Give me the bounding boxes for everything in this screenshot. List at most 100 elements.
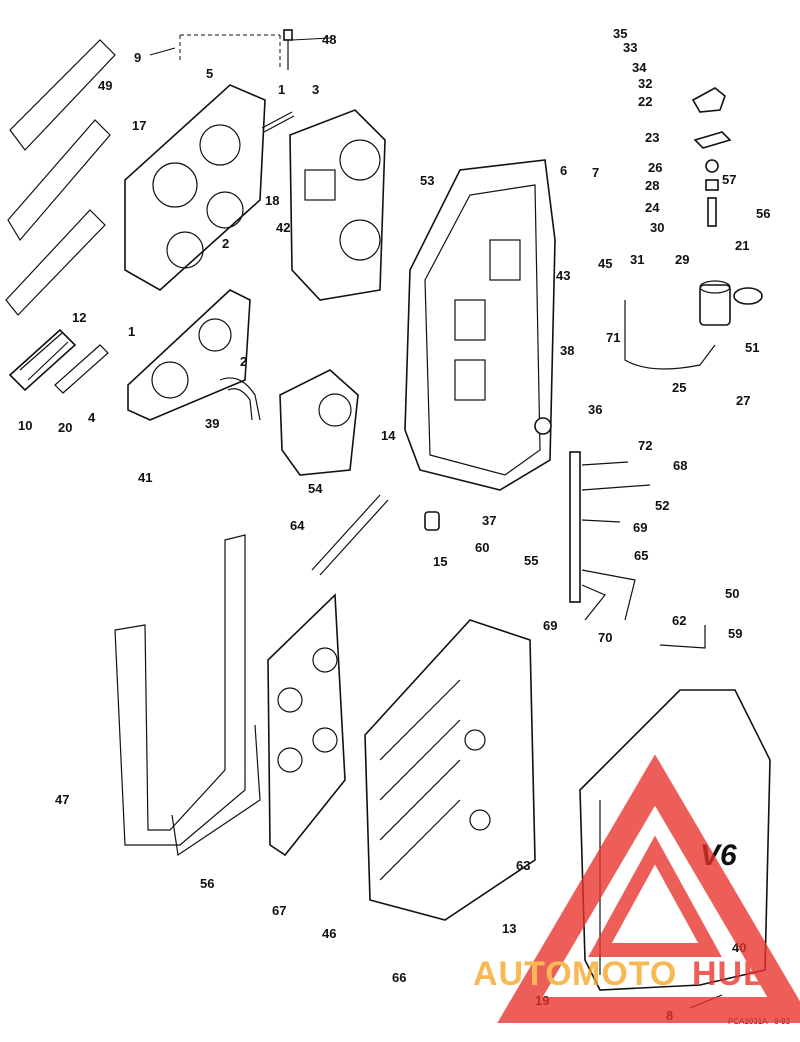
callout-56: 56 — [756, 206, 770, 221]
callouts: 48 9 49 5 1 3 17 18 42 2 12 1 2 4 39 10 … — [18, 26, 770, 1023]
gasket-67 — [267, 593, 346, 857]
callout-2a: 2 — [222, 236, 229, 251]
bracket-60 — [424, 511, 440, 531]
grommet-36 — [534, 417, 552, 435]
callout-34: 34 — [632, 60, 647, 75]
callout-10: 10 — [18, 418, 32, 433]
callout-71: 71 — [606, 330, 620, 345]
gasket-47 — [114, 534, 246, 846]
callout-5: 5 — [206, 66, 213, 81]
callout-7: 7 — [592, 165, 599, 180]
gasket-17 — [5, 39, 116, 316]
callout-3: 3 — [312, 82, 319, 97]
callout-42: 42 — [276, 220, 290, 235]
callout-58: 56 — [200, 876, 214, 891]
callout-4: 4 — [88, 410, 96, 425]
intake-manifold-lower — [127, 289, 251, 421]
bolt-3 — [261, 111, 295, 133]
callout-1a: 1 — [278, 82, 285, 97]
callout-32: 32 — [638, 76, 652, 91]
manifold-46 — [364, 619, 536, 921]
bracket-22 — [691, 87, 726, 113]
callout-38: 38 — [560, 343, 574, 358]
callout-2b: 2 — [240, 354, 247, 369]
callout-9: 9 — [134, 50, 141, 65]
callout-69b: 69 — [543, 618, 557, 633]
callout-48: 48 — [322, 32, 336, 47]
callout-63: 63 — [516, 858, 530, 873]
callout-36: 36 — [588, 402, 602, 417]
watermark-logo: AUTO MOTO HUB — [473, 754, 800, 1023]
callout-18: 18 — [265, 193, 279, 208]
plate-23 — [693, 131, 732, 149]
callout-57: 57 — [722, 172, 736, 187]
callout-50: 50 — [725, 586, 739, 601]
callout-28: 28 — [645, 178, 659, 193]
bolt-48 — [283, 29, 293, 70]
callout-17: 17 — [132, 118, 146, 133]
callout-26: 26 — [648, 160, 662, 175]
pin-24 — [707, 197, 717, 227]
callout-66: 66 — [392, 970, 406, 985]
carburetor-lower — [279, 369, 359, 476]
wire-31 — [624, 300, 716, 370]
callout-35: 35 — [613, 26, 627, 41]
callout-72: 72 — [638, 438, 652, 453]
intake-manifold-upper — [124, 84, 266, 291]
callout-31: 31 — [630, 252, 644, 267]
assembly-dashline — [179, 34, 281, 70]
callout-25: 25 — [672, 380, 686, 395]
callout-13: 13 — [502, 921, 516, 936]
callout-6: 6 — [560, 163, 567, 178]
callout-47: 47 — [55, 792, 69, 807]
carburetor-upper — [289, 109, 386, 301]
gasket-58 — [171, 724, 261, 857]
callout-65: 65 — [634, 548, 648, 563]
callout-21: 21 — [735, 238, 749, 253]
hose-39 — [219, 377, 261, 421]
cover-plate-53 — [404, 159, 556, 491]
ring-51 — [733, 287, 763, 305]
hose-64 — [311, 494, 389, 576]
callout-52: 52 — [655, 498, 669, 513]
callout-51: 51 — [745, 340, 759, 355]
callout-30: 30 — [650, 220, 664, 235]
callout-24: 24 — [645, 200, 660, 215]
callout-1b: 1 — [128, 324, 135, 339]
callout-43: 43 — [556, 268, 570, 283]
hose-59 — [659, 625, 706, 649]
callout-60: 60 — [475, 540, 489, 555]
callout-37: 37 — [482, 513, 496, 528]
callout-15: 15 — [433, 554, 447, 569]
callout-22: 22 — [638, 94, 652, 109]
callout-59: 59 — [728, 626, 742, 641]
watermark-text-moto: MOTO — [572, 955, 677, 993]
callout-12: 12 — [72, 310, 86, 325]
callout-70: 70 — [598, 630, 612, 645]
callout-55: 55 — [524, 553, 538, 568]
callout-27: 27 — [736, 393, 750, 408]
callout-54: 54 — [308, 481, 323, 496]
callout-49: 49 — [98, 78, 112, 93]
spring-28 — [705, 179, 719, 191]
callout-69a: 69 — [633, 520, 647, 535]
callout-29: 29 — [675, 252, 689, 267]
callout-64: 64 — [290, 518, 305, 533]
watermark-text-auto: AUTO — [473, 955, 573, 993]
watermark-triangle — [497, 754, 800, 1023]
callout-33: 33 — [623, 40, 637, 55]
callout-41: 41 — [138, 470, 152, 485]
hoses-72-68-70 — [581, 461, 651, 621]
callout-67: 67 — [272, 903, 286, 918]
nut-26 — [705, 159, 719, 173]
callout-46: 46 — [322, 926, 336, 941]
solenoid-21 — [699, 280, 731, 326]
callout-53: 53 — [420, 173, 434, 188]
callout-20: 20 — [58, 420, 72, 435]
manifold-55 — [569, 451, 581, 603]
callout-23: 23 — [645, 130, 659, 145]
callout-14: 14 — [381, 428, 396, 443]
gasket-20 — [54, 344, 109, 394]
callout-45: 45 — [598, 256, 612, 271]
